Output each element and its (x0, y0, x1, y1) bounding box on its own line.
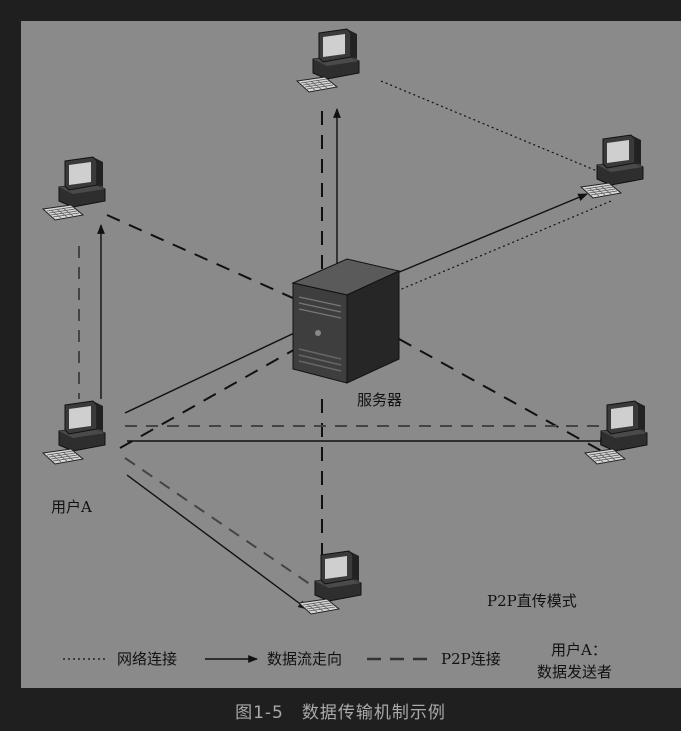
server-label: 服务器 (357, 391, 402, 409)
server-icon (291, 258, 401, 384)
server-connections (106, 111, 617, 576)
user-a-label: 用户A (51, 498, 92, 516)
network-connections (380, 80, 612, 292)
mode-label: P2P直传模式 (487, 592, 577, 610)
note-line-2: 数据发送者 (537, 663, 612, 681)
note-line-1: 用户A： (551, 641, 607, 659)
figure-title: 数据传输机制示例 (301, 703, 446, 723)
figure-caption: 图1-5 数据传输机制示例 (0, 698, 681, 723)
figure-number: 图1-5 (235, 703, 284, 723)
legend-network-label: 网络连接 (117, 650, 177, 668)
p2p-connections (78, 246, 616, 590)
legend-p2p-label: P2P连接 (441, 650, 501, 668)
legend: 网络连接 数据流走向 P2P连接 用户A： 数据发送者 (63, 641, 612, 681)
network-diagram: 服务器 用户A P2P直传模式 网络连接 数据流走向 P2P连接 用户A： 数据… (21, 21, 681, 688)
legend-dataflow-label: 数据流走向 (267, 650, 342, 668)
dataflow-arrows (97, 108, 610, 610)
